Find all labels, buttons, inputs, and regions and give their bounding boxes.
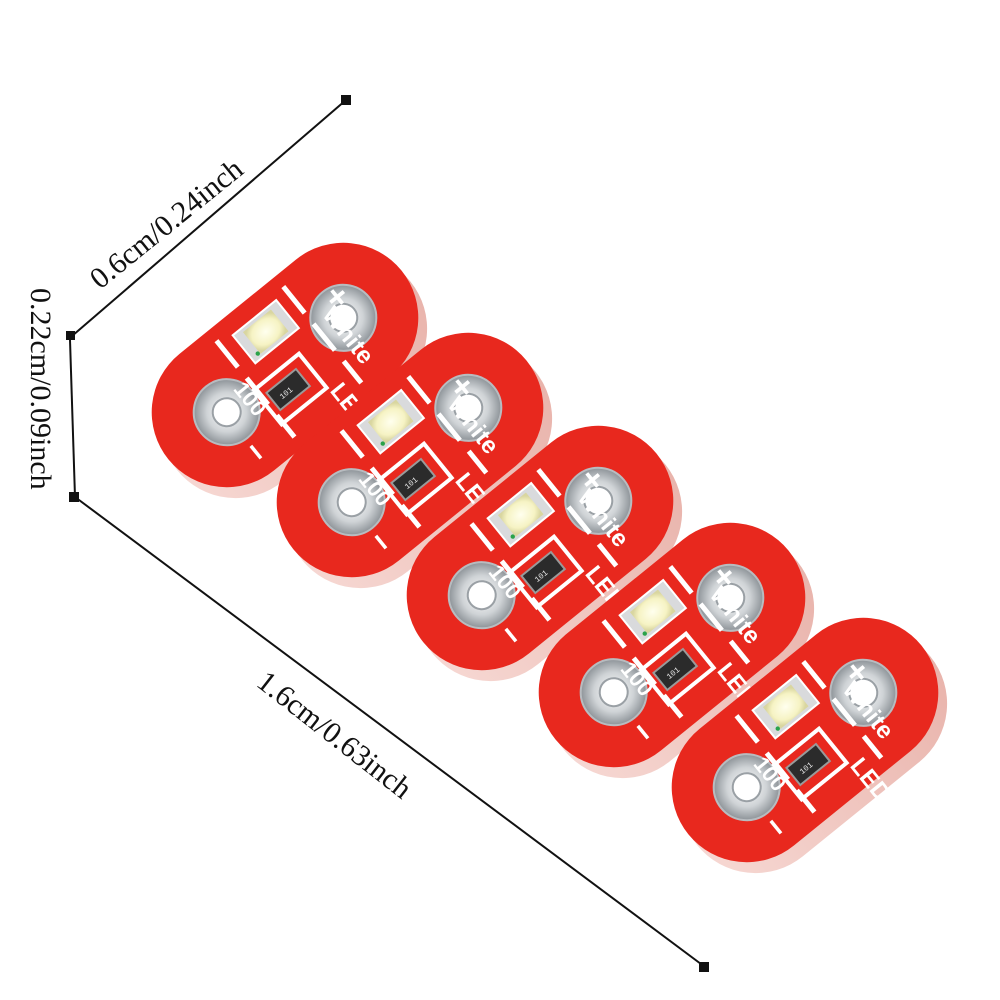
pad-hole xyxy=(715,582,746,613)
pad-hole xyxy=(466,580,497,611)
resistor-chip xyxy=(390,457,437,502)
resistor-outline xyxy=(376,440,455,518)
resistor-chip xyxy=(265,367,312,412)
white-led xyxy=(497,492,544,537)
pad-hole xyxy=(453,392,484,423)
resistor-outline xyxy=(771,725,850,803)
pad-hole xyxy=(583,485,614,516)
width-endpoint-top xyxy=(341,95,351,105)
width-endpoint-bottom xyxy=(66,331,75,340)
white-led xyxy=(762,684,809,729)
pad-hole xyxy=(731,772,762,803)
silk-divider xyxy=(281,285,364,385)
length-endpoint xyxy=(699,962,709,972)
silk-divider xyxy=(536,468,619,568)
pad-hole xyxy=(598,677,629,708)
silk-divider xyxy=(801,660,884,760)
width-dimension-label: 0.6cm/0.24inch xyxy=(84,152,250,295)
silk-divider xyxy=(668,565,751,665)
led-polarity-dot xyxy=(380,441,385,446)
resistor-outline xyxy=(506,533,585,611)
thickness-endpoint xyxy=(69,492,79,502)
pad-hole xyxy=(211,397,242,428)
led-polarity-dot xyxy=(642,631,647,636)
resistor-outline xyxy=(251,350,330,428)
pad-hole xyxy=(336,487,367,518)
dimension-endpoints xyxy=(66,95,709,972)
white-led xyxy=(367,399,414,444)
led-polarity-dot xyxy=(255,351,260,356)
white-led xyxy=(629,589,676,634)
dimension-lines xyxy=(69,99,706,968)
width-dimension-line xyxy=(71,99,347,337)
resistor-outline xyxy=(638,630,717,708)
led-polarity-dot xyxy=(775,726,780,731)
white-led xyxy=(242,309,289,354)
silk-divider xyxy=(406,375,489,475)
length-dimension-line xyxy=(74,496,706,968)
resistor-chip xyxy=(785,742,832,787)
resistor-chip xyxy=(652,647,699,692)
thickness-dimension-line xyxy=(69,339,76,498)
led-polarity-dot xyxy=(510,534,515,539)
pad-hole xyxy=(848,677,879,708)
pad-hole xyxy=(328,302,359,333)
thickness-dimension-label: 0.22cm/0.09inch xyxy=(24,288,57,490)
resistor-chip xyxy=(520,550,567,595)
